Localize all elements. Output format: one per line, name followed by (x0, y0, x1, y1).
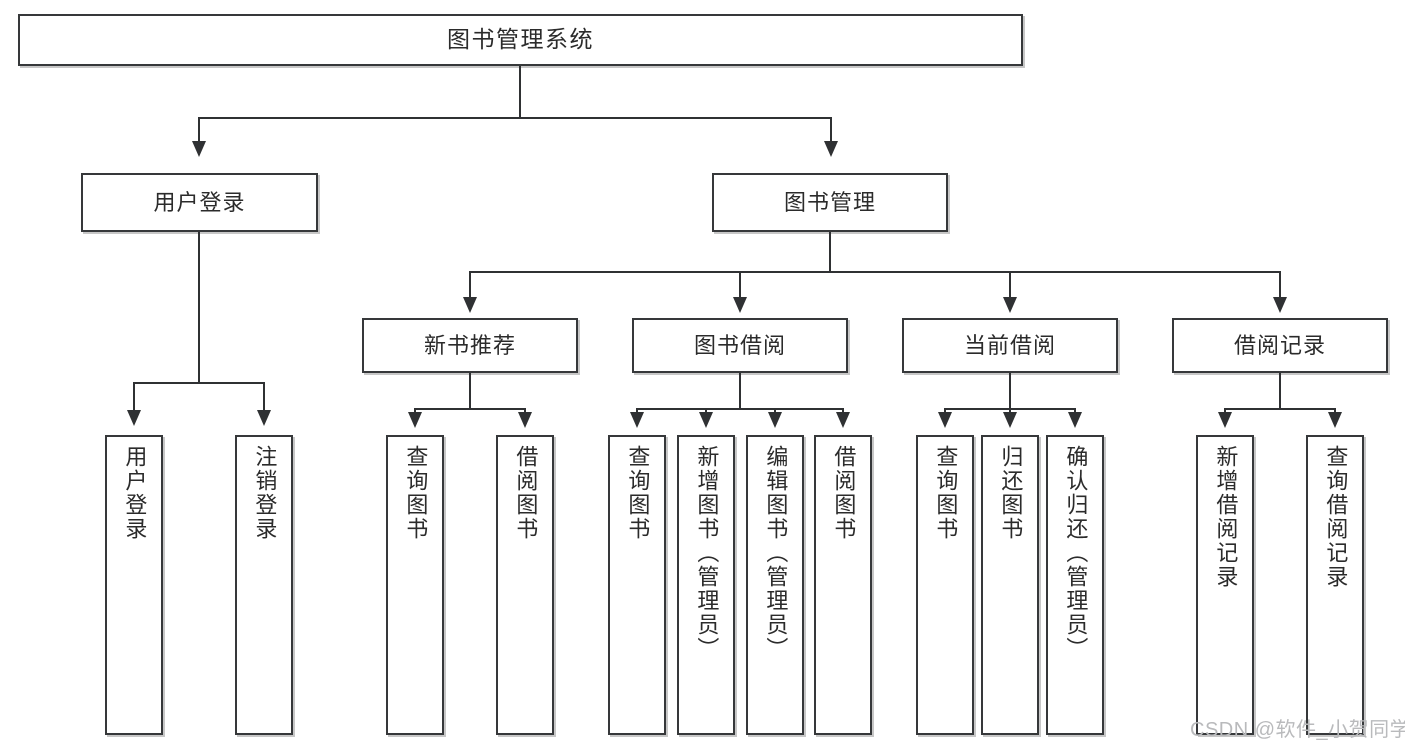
leaf-borrow-book[interactable]: 借阅图书 (814, 435, 872, 735)
arrow-to-book-manage (824, 141, 838, 157)
connector-user-login-leg-2 (263, 382, 265, 412)
arrow-to-leaf-query-book-3 (938, 412, 952, 428)
node-label: 新书推荐 (423, 332, 516, 358)
node-label: 查询借阅记录 (1323, 445, 1349, 589)
arrow-to-leaf-borrow-book-1 (518, 412, 532, 428)
node-new-book-recommend[interactable]: 新书推荐 (362, 318, 578, 373)
leaf-query-book-recommend[interactable]: 查询图书 (386, 435, 444, 735)
connector-current-leg-1 (944, 408, 946, 414)
node-book-borrow[interactable]: 图书借阅 (632, 318, 848, 373)
arrow-to-leaf-query-record (1328, 412, 1342, 428)
node-label: 新增借阅记录 (1213, 445, 1239, 589)
node-label: 注销登录 (252, 445, 278, 541)
connector-recommend-bar (414, 408, 526, 410)
connector-book-manage-leg-4 (1279, 271, 1281, 299)
node-label: 编辑图书（管理员） (763, 445, 789, 661)
connector-current-leg-2 (1009, 408, 1011, 414)
connector-book-manage-stem (829, 232, 831, 272)
arrow-to-new-book-recommend (463, 297, 477, 313)
connector-record-leg-1 (1224, 408, 1226, 414)
leaf-edit-book-admin[interactable]: 编辑图书（管理员） (746, 435, 804, 735)
node-current-borrow[interactable]: 当前借阅 (902, 318, 1118, 373)
leaf-query-borrow-record[interactable]: 查询借阅记录 (1306, 435, 1364, 735)
node-label: 图书借阅 (693, 332, 786, 358)
connector-borrow-leg-1 (636, 408, 638, 414)
leaf-borrow-book-recommend[interactable]: 借阅图书 (496, 435, 554, 735)
leaf-add-book-admin[interactable]: 新增图书（管理员） (677, 435, 735, 735)
arrow-to-leaf-borrow-book-2 (836, 412, 850, 428)
arrow-to-book-borrow (733, 297, 747, 313)
connector-book-manage-bar (469, 271, 1281, 273)
connector-borrow-leg-2 (705, 408, 707, 414)
node-book-management[interactable]: 图书管理 (712, 173, 948, 232)
connector-borrow-leg-3 (774, 408, 776, 414)
connector-current-leg-3 (1074, 408, 1076, 414)
connector-root-leg-left (198, 117, 200, 143)
arrow-to-leaf-return-book (1003, 412, 1017, 428)
connector-user-login-bar (133, 382, 265, 384)
connector-current-stem (1009, 373, 1011, 409)
connector-user-login-leg-1 (133, 382, 135, 412)
leaf-add-borrow-record[interactable]: 新增借阅记录 (1196, 435, 1254, 735)
node-label: 查询图书 (933, 445, 959, 541)
node-label: 借阅记录 (1233, 332, 1326, 358)
node-label: 归还图书 (998, 445, 1024, 541)
connector-book-manage-leg-3 (1009, 271, 1011, 299)
arrow-to-leaf-confirm-return (1068, 412, 1082, 428)
connector-recommend-stem (469, 373, 471, 409)
arrow-to-user-login (192, 141, 206, 157)
connector-root-bar (198, 117, 832, 119)
leaf-confirm-return-admin[interactable]: 确认归还（管理员） (1046, 435, 1104, 735)
csdn-watermark: CSDN @软件_小贺同学 (1190, 719, 1405, 741)
arrow-to-leaf-edit-book (768, 412, 782, 428)
arrow-to-leaf-user-login (127, 410, 141, 426)
connector-user-login-stem (198, 232, 200, 383)
node-borrow-record[interactable]: 借阅记录 (1172, 318, 1388, 373)
connector-book-manage-leg-2 (739, 271, 741, 299)
arrow-to-leaf-logout (257, 410, 271, 426)
connector-root-leg-right (830, 117, 832, 143)
leaf-query-book-current[interactable]: 查询图书 (916, 435, 974, 735)
node-label: 用户登录 (153, 189, 246, 215)
node-label: 当前借阅 (963, 332, 1056, 358)
arrow-to-leaf-query-book-2 (630, 412, 644, 428)
node-label: 图书管理系统 (447, 26, 594, 53)
node-user-login[interactable]: 用户登录 (81, 173, 318, 232)
connector-record-leg-2 (1334, 408, 1336, 414)
connector-borrow-stem (739, 373, 741, 409)
node-label: 借阅图书 (513, 445, 539, 541)
node-label: 图书管理 (783, 189, 876, 215)
node-label: 查询图书 (625, 445, 651, 541)
connector-recommend-leg-2 (524, 408, 526, 414)
leaf-return-book[interactable]: 归还图书 (981, 435, 1039, 735)
arrow-to-leaf-query-book-1 (408, 412, 422, 428)
node-label: 确认归还（管理员） (1063, 445, 1089, 661)
connector-root-stem (519, 66, 521, 118)
node-label: 查询图书 (403, 445, 429, 541)
connector-borrow-leg-4 (842, 408, 844, 414)
arrow-to-borrow-record (1273, 297, 1287, 313)
node-root-system[interactable]: 图书管理系统 (18, 14, 1023, 66)
leaf-user-login[interactable]: 用户登录 (105, 435, 163, 735)
node-label: 新增图书（管理员） (694, 445, 720, 661)
arrow-to-current-borrow (1003, 297, 1017, 313)
connector-recommend-leg-1 (414, 408, 416, 414)
connector-book-manage-leg-1 (469, 271, 471, 299)
node-label: 借阅图书 (831, 445, 857, 541)
leaf-query-book-borrow[interactable]: 查询图书 (608, 435, 666, 735)
arrow-to-leaf-add-book (699, 412, 713, 428)
connector-record-stem (1279, 373, 1281, 409)
arrow-to-leaf-add-record (1218, 412, 1232, 428)
connector-record-bar (1224, 408, 1336, 410)
connector-borrow-bar (636, 408, 844, 410)
node-label: 用户登录 (122, 445, 148, 541)
leaf-logout[interactable]: 注销登录 (235, 435, 293, 735)
